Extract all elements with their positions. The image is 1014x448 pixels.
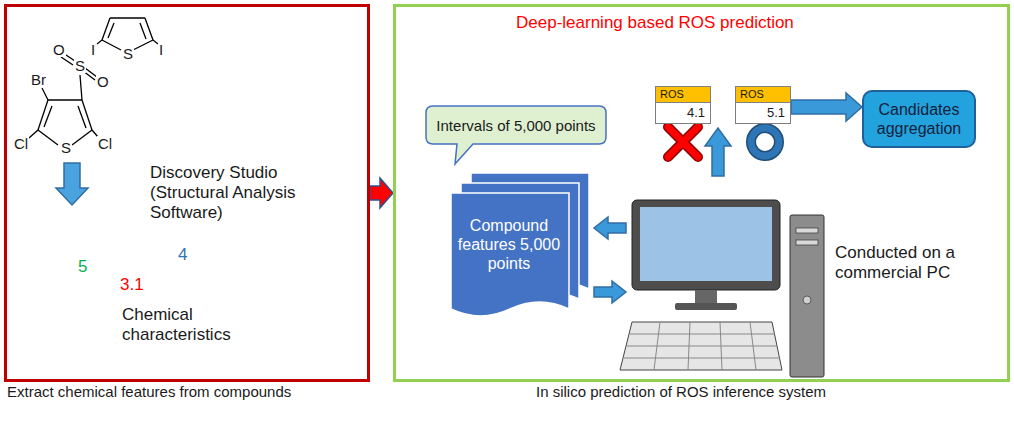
bond (29, 130, 38, 138)
accept-circle (751, 128, 779, 156)
bond (97, 40, 102, 44)
flow-arrow (791, 93, 862, 121)
pc-tower (790, 215, 824, 377)
computer-illustration (620, 200, 824, 377)
callout-bubble: Intervals of 5,000 points (425, 105, 607, 145)
left-arrow (594, 217, 626, 239)
key-row (627, 346, 777, 347)
bond (110, 17, 145, 18)
cross-fill (668, 127, 698, 157)
score-header: ROS (656, 87, 710, 103)
molecule-structure (29, 18, 158, 145)
bond (140, 23, 146, 39)
up-arrow (705, 128, 731, 176)
keyboard-keys (624, 322, 780, 370)
feature-value: 3.1 (120, 275, 144, 295)
key-col (750, 322, 756, 370)
process-text: Candidates aggregation (872, 100, 966, 138)
atom-label: Cl (13, 136, 29, 151)
bond (82, 100, 92, 130)
bond (80, 75, 82, 100)
drive-slot (796, 228, 818, 233)
monitor-stand (695, 290, 717, 304)
bond (42, 88, 48, 100)
keyboard (620, 322, 782, 370)
key-col (720, 322, 722, 370)
panel-title: Deep-learning based ROS prediction (516, 13, 794, 33)
atom-label: I (158, 42, 164, 57)
atom-label: S (60, 140, 72, 155)
bond (61, 57, 73, 65)
callout-shape (425, 105, 607, 167)
atom-label: O (96, 74, 110, 89)
prediction-panel: Deep-learning based ROS predictionIn sil… (393, 4, 1010, 382)
key-row (630, 334, 775, 335)
power-button (803, 296, 811, 304)
score-value: 5.1 (736, 103, 790, 123)
feature-value: 4 (178, 245, 187, 265)
callout-outline (426, 106, 606, 164)
cross-outline (668, 127, 698, 157)
monitor-base (675, 303, 737, 310)
reject-cross (668, 127, 698, 157)
bond (78, 106, 86, 128)
section-label: Chemical characteristics (122, 305, 252, 345)
down-arrow (56, 163, 88, 205)
key-col (688, 322, 690, 370)
document-text: Compound features 5,000 points (452, 216, 566, 273)
circle-outline (751, 128, 779, 156)
flow-arrow (370, 178, 393, 208)
process-box: Candidates aggregation (862, 90, 976, 148)
callout-text: Intervals of 5,000 points (436, 117, 595, 134)
feature-value: 5 (78, 257, 87, 277)
panel-caption: In silico prediction of ROS inference sy… (536, 383, 976, 401)
drive-slot (796, 240, 818, 245)
bond (133, 40, 153, 50)
score-value: 4.1 (656, 103, 710, 123)
document-sheet (451, 193, 569, 316)
key-row (624, 358, 780, 359)
atom-label: O (52, 42, 66, 57)
bond (38, 100, 48, 130)
pc-label: Conducted on a commercial PC (835, 243, 1005, 283)
ros-score-box: ROS5.1 (735, 86, 791, 124)
atom-label: I (90, 42, 96, 57)
ros-score-box: ROS4.1 (655, 86, 711, 124)
panel-caption: Extract chemical features from compounds (7, 383, 337, 401)
document-stack: Compound features 5,000 points (450, 172, 590, 324)
software-label: Discovery Studio (Structural Analysis So… (150, 163, 320, 223)
monitor (632, 200, 780, 290)
atom-label: Cl (97, 136, 113, 151)
bond (108, 23, 114, 38)
screen (640, 207, 772, 281)
bond (72, 130, 92, 145)
bond (102, 40, 121, 50)
atom-label: S (122, 46, 134, 61)
atom-label: Br (30, 72, 47, 87)
score-header: ROS (736, 87, 790, 103)
bond (38, 130, 58, 145)
bond (44, 106, 52, 127)
bond (145, 18, 153, 40)
right-arrow (594, 281, 626, 303)
circle-fill (751, 128, 779, 156)
atom-label: S (74, 58, 86, 73)
key-col (654, 322, 660, 370)
bond (48, 99, 82, 100)
